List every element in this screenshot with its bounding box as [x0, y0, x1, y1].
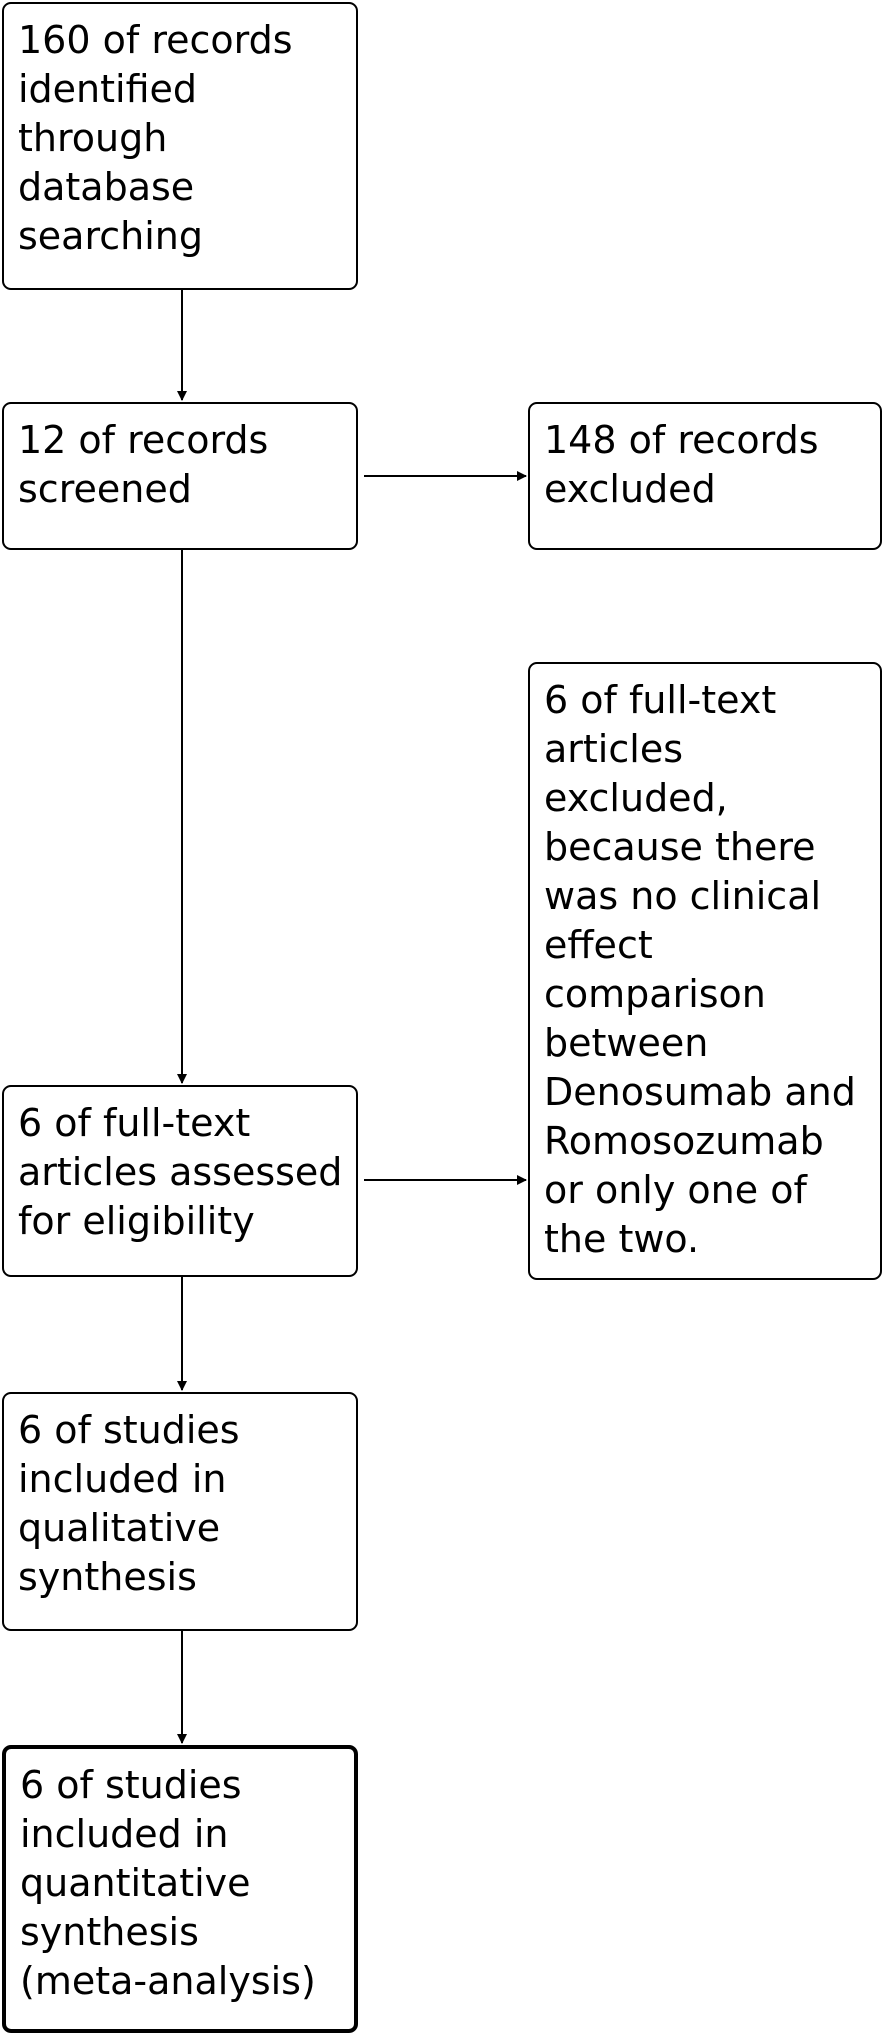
records-screened-box: 12 of records screened: [2, 402, 358, 550]
records-identified-box: 160 of records identified through databa…: [2, 2, 358, 290]
qualitative-synthesis-box: 6 of studies included in qualitative syn…: [2, 1392, 358, 1631]
records-excluded-box: 148 of records excluded: [528, 402, 882, 550]
quantitative-synthesis-box: 6 of studies included in quantitative sy…: [2, 1745, 358, 2033]
fulltext-excluded-box: 6 of full-text articles excluded, becaus…: [528, 662, 882, 1280]
fulltext-assessed-box: 6 of full-text articles assessed for eli…: [2, 1085, 358, 1277]
